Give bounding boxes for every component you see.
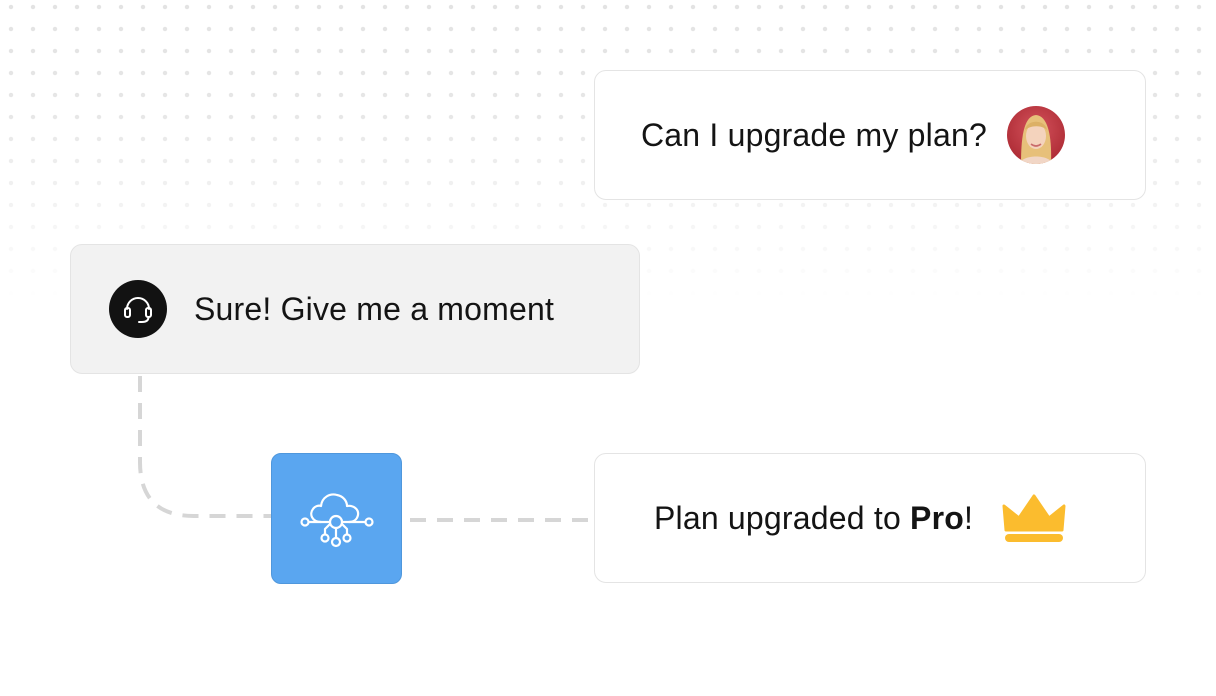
headset-icon [109,280,167,338]
agent-message-bubble: Sure! Give me a moment [70,244,640,374]
user-message-bubble: Can I upgrade my plan? [594,70,1146,200]
result-prefix: Plan upgraded to [654,499,911,536]
user-message-text: Can I upgrade my plan? [641,116,987,153]
user-avatar-photo-icon [1006,106,1065,164]
cloud-network-icon [299,492,374,547]
result-message-text: Plan upgraded to Pro! [654,500,973,537]
result-message-bubble: Plan upgraded to Pro! [594,453,1146,583]
result-suffix: ! [964,499,974,536]
agent-message-text: Sure! Give me a moment [194,290,555,327]
user-avatar [1006,106,1065,164]
plan-name: Pro [910,499,964,536]
integration-node[interactable] [271,453,402,584]
crown-icon [1002,494,1066,542]
agent-to-integration-connector [138,376,271,518]
